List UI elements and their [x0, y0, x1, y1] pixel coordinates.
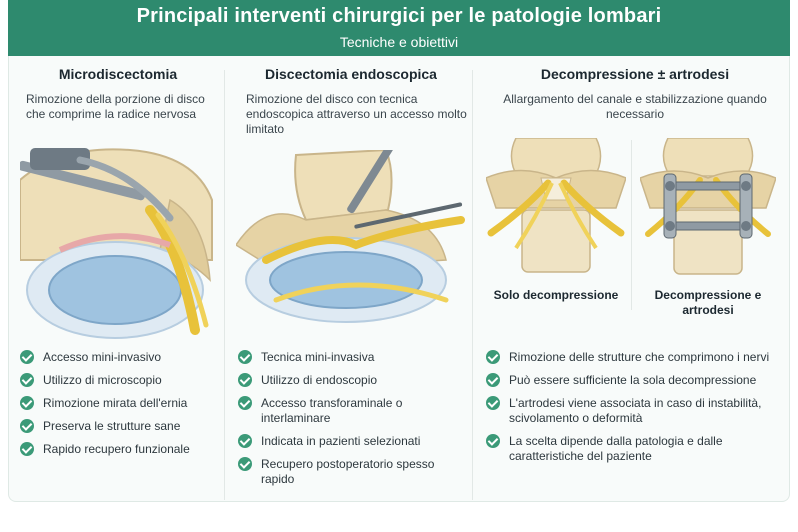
list-item: Utilizzo di microscopio: [20, 373, 224, 388]
column-microdiscectomia: Microdiscectomia Rimozione della porzion…: [12, 66, 224, 122]
list-item: Indicata in pazienti selezionati: [238, 434, 470, 449]
check-circle-icon: [20, 350, 34, 364]
column-description: Allargamento del canale e stabilizzazion…: [503, 92, 767, 121]
list-item: L'artrodesi viene associata in caso di i…: [486, 396, 784, 426]
column-divider: [472, 70, 473, 500]
list-item: Utilizzo di endoscopio: [238, 373, 470, 388]
decompression-arthrodesis-illustration: [640, 138, 776, 278]
check-circle-icon: [20, 442, 34, 456]
column-title: Microdiscectomia: [58, 66, 178, 82]
column-divider: [631, 140, 632, 310]
check-circle-icon: [238, 457, 252, 471]
check-list: Rimozione delle strutture che comprimono…: [486, 350, 784, 472]
column-discectomia-endoscopica: Discectomia endoscopica Rimozione del di…: [232, 66, 470, 137]
sublabel-decompression-arthrodesis: Decompressione e artrodesi: [654, 288, 762, 317]
list-item: Rapido recupero funzionale: [20, 442, 224, 457]
column-description: Rimozione del disco con tecnica endoscop…: [246, 92, 467, 136]
endoscopic-discectomy-illustration: [236, 150, 466, 340]
list-item: Preserva le strutture sane: [20, 419, 224, 434]
column-divider: [224, 70, 225, 500]
check-list: Tecnica mini-invasiva Utilizzo di endosc…: [238, 350, 470, 495]
check-list: Accesso mini-invasivo Utilizzo di micros…: [20, 350, 224, 465]
column-decompressione: Decompressione ± artrodesi Allargamento …: [480, 66, 790, 122]
list-item: Accesso mini-invasivo: [20, 350, 224, 365]
column-description: Rimozione della porzione di disco che co…: [26, 92, 205, 121]
check-circle-icon: [486, 350, 500, 364]
list-item: Accesso transforaminale o interlaminare: [238, 396, 470, 426]
column-title: Discectomia endoscopica: [265, 66, 437, 82]
check-circle-icon: [238, 396, 252, 410]
list-item: Può essere sufficiente la sola decompres…: [486, 373, 784, 388]
list-item: Tecnica mini-invasiva: [238, 350, 470, 365]
decompression-only-illustration: [486, 138, 626, 273]
column-title: Decompressione ± artrodesi: [540, 66, 730, 82]
check-circle-icon: [238, 350, 252, 364]
check-circle-icon: [486, 396, 500, 410]
list-item: Rimozione delle strutture che comprimono…: [486, 350, 784, 365]
check-circle-icon: [20, 419, 34, 433]
list-item: Recupero postoperatorio spesso rapido: [238, 457, 470, 487]
check-circle-icon: [238, 373, 252, 387]
sublabel-decompression-only: Solo decompressione: [493, 288, 619, 302]
check-circle-icon: [486, 434, 500, 448]
list-item: La scelta dipende dalla patologia e dall…: [486, 434, 784, 464]
microdiscectomy-illustration: [20, 140, 216, 340]
page-title: Principali interventi chirurgici per le …: [136, 5, 662, 27]
page-subtitle: Tecniche e obiettivi: [339, 34, 459, 50]
check-circle-icon: [238, 434, 252, 448]
check-circle-icon: [486, 373, 500, 387]
check-circle-icon: [20, 396, 34, 410]
header-banner: Principali interventi chirurgici per le …: [8, 0, 790, 56]
list-item: Rimozione mirata dell'ernia: [20, 396, 224, 411]
check-circle-icon: [20, 373, 34, 387]
